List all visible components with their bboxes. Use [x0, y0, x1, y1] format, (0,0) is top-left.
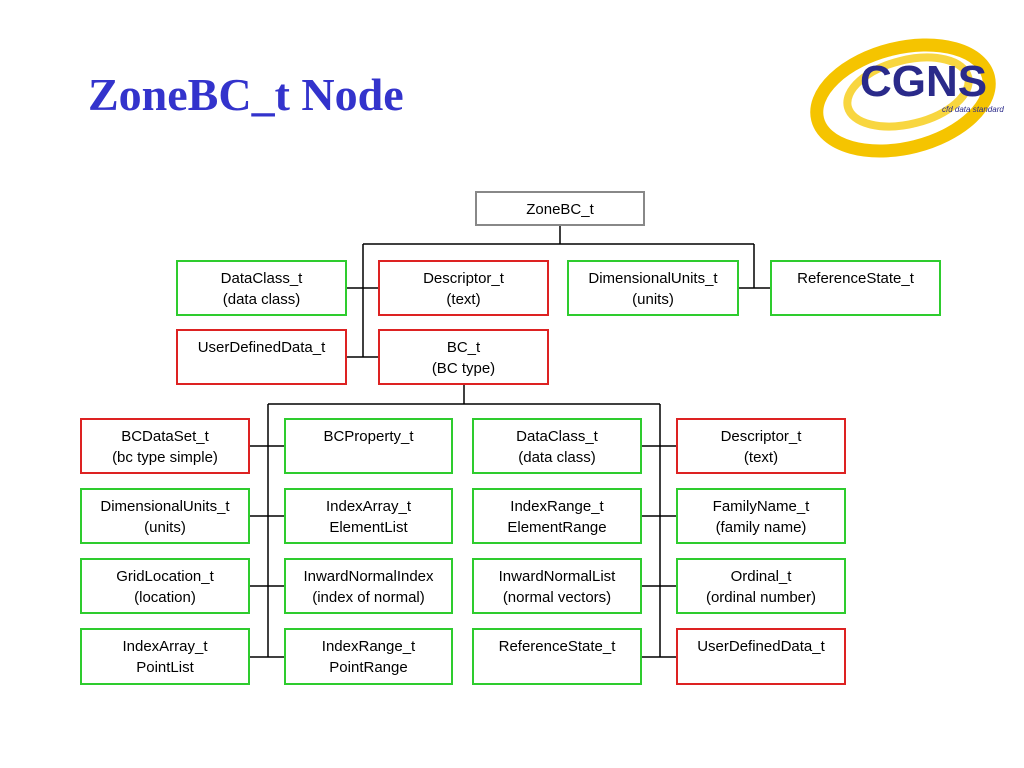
node-indexrange-elementrange: IndexRange_t ElementRange — [472, 488, 642, 544]
node-zonebc-label: ZoneBC_t — [526, 201, 594, 218]
node-label-line1: IndexRange_t — [510, 498, 604, 515]
node-label-line2: (family name) — [715, 519, 807, 536]
node-label-line2: (normal vectors) — [502, 589, 612, 606]
node-label-line1: IndexArray_t — [325, 498, 412, 515]
node-label-line2: (BC type) — [431, 360, 496, 377]
node-dataclass: DataClass_t (data class) — [176, 260, 347, 316]
node-familyname: FamilyName_t (family name) — [676, 488, 846, 544]
node-label-line1: FamilyName_t — [712, 498, 810, 515]
node-label-line1: UserDefinedData_t — [197, 339, 326, 356]
node-bcdataset: BCDataSet_t (bc type simple) — [80, 418, 250, 474]
node-gridlocation: GridLocation_t (location) — [80, 558, 250, 614]
node-userdefineddata-bc: UserDefinedData_t — [676, 628, 846, 685]
node-bcproperty: BCProperty_t — [284, 418, 453, 474]
node-label-line1: IndexRange_t — [321, 638, 416, 655]
node-label-line1: InwardNormalIndex — [303, 568, 434, 585]
node-label-line1: ReferenceState_t — [797, 270, 914, 287]
node-label-line2: (data class) — [222, 291, 301, 308]
node-label-line2: PointList — [136, 659, 194, 676]
logo-text: CGNS — [860, 57, 987, 106]
node-label-line2: (ordinal number) — [705, 589, 817, 606]
node-label-line2: (text) — [743, 449, 779, 466]
logo-tagline: cfd data standard — [942, 105, 1004, 114]
node-referencestate-bc: ReferenceState_t — [472, 628, 642, 685]
node-referencestate: ReferenceState_t — [770, 260, 941, 316]
node-label-line1: DimensionalUnits_t — [588, 270, 718, 287]
node-label-line2: ElementList — [329, 519, 408, 536]
node-dimensionalunits-bc: DimensionalUnits_t (units) — [80, 488, 250, 544]
node-label-line2: (text) — [446, 291, 481, 308]
node-label-line2: ElementRange — [507, 519, 607, 536]
node-label-line1: DataClass_t — [220, 270, 303, 287]
node-label-line1: Descriptor_t — [720, 428, 802, 445]
node-descriptor-bc: Descriptor_t (text) — [676, 418, 846, 474]
node-label-line1: DimensionalUnits_t — [100, 498, 230, 515]
node-descriptor: Descriptor_t (text) — [378, 260, 549, 316]
node-label-line1: BCDataSet_t — [121, 428, 209, 445]
node-label-line2: (data class) — [518, 449, 596, 466]
node-label-line2: (bc type simple) — [112, 449, 218, 466]
node-zonebc: ZoneBC_t — [475, 191, 645, 226]
node-label-line2: PointRange — [329, 659, 408, 676]
node-label-line1: UserDefinedData_t — [697, 638, 825, 655]
node-inwardnormallist: InwardNormalList (normal vectors) — [472, 558, 642, 614]
node-inwardnormalindex: InwardNormalIndex (index of normal) — [284, 558, 453, 614]
node-label-line1: BCProperty_t — [323, 428, 414, 445]
node-label-line2: (location) — [134, 589, 196, 606]
node-indexarray-elementlist: IndexArray_t ElementList — [284, 488, 453, 544]
node-label-line1: InwardNormalList — [498, 568, 616, 585]
node-dataclass-bc: DataClass_t (data class) — [472, 418, 642, 474]
page-title: ZoneBC_t Node — [88, 69, 404, 120]
node-label-line1: Ordinal_t — [730, 568, 792, 585]
node-bc: BC_t (BC type) — [378, 329, 549, 385]
node-label-line2: (index of normal) — [312, 589, 425, 606]
node-indexrange-pointrange: IndexRange_t PointRange — [284, 628, 453, 685]
node-label-line1: IndexArray_t — [122, 638, 208, 655]
node-userdefineddata: UserDefinedData_t — [176, 329, 347, 385]
node-label-line1: DataClass_t — [516, 428, 598, 445]
node-label-line1: ReferenceState_t — [498, 638, 616, 655]
node-label-line2: (units) — [144, 519, 186, 536]
node-label-line1: Descriptor_t — [423, 270, 504, 287]
node-label-line1: BC_t — [446, 339, 481, 356]
node-label-line1: GridLocation_t — [116, 568, 214, 585]
cgns-logo: CGNS cfd data standard — [810, 38, 1004, 158]
node-indexarray-pointlist: IndexArray_t PointList — [80, 628, 250, 685]
node-dimensionalunits: DimensionalUnits_t (units) — [567, 260, 739, 316]
node-label-line2: (units) — [632, 291, 674, 308]
node-ordinal: Ordinal_t (ordinal number) — [676, 558, 846, 614]
